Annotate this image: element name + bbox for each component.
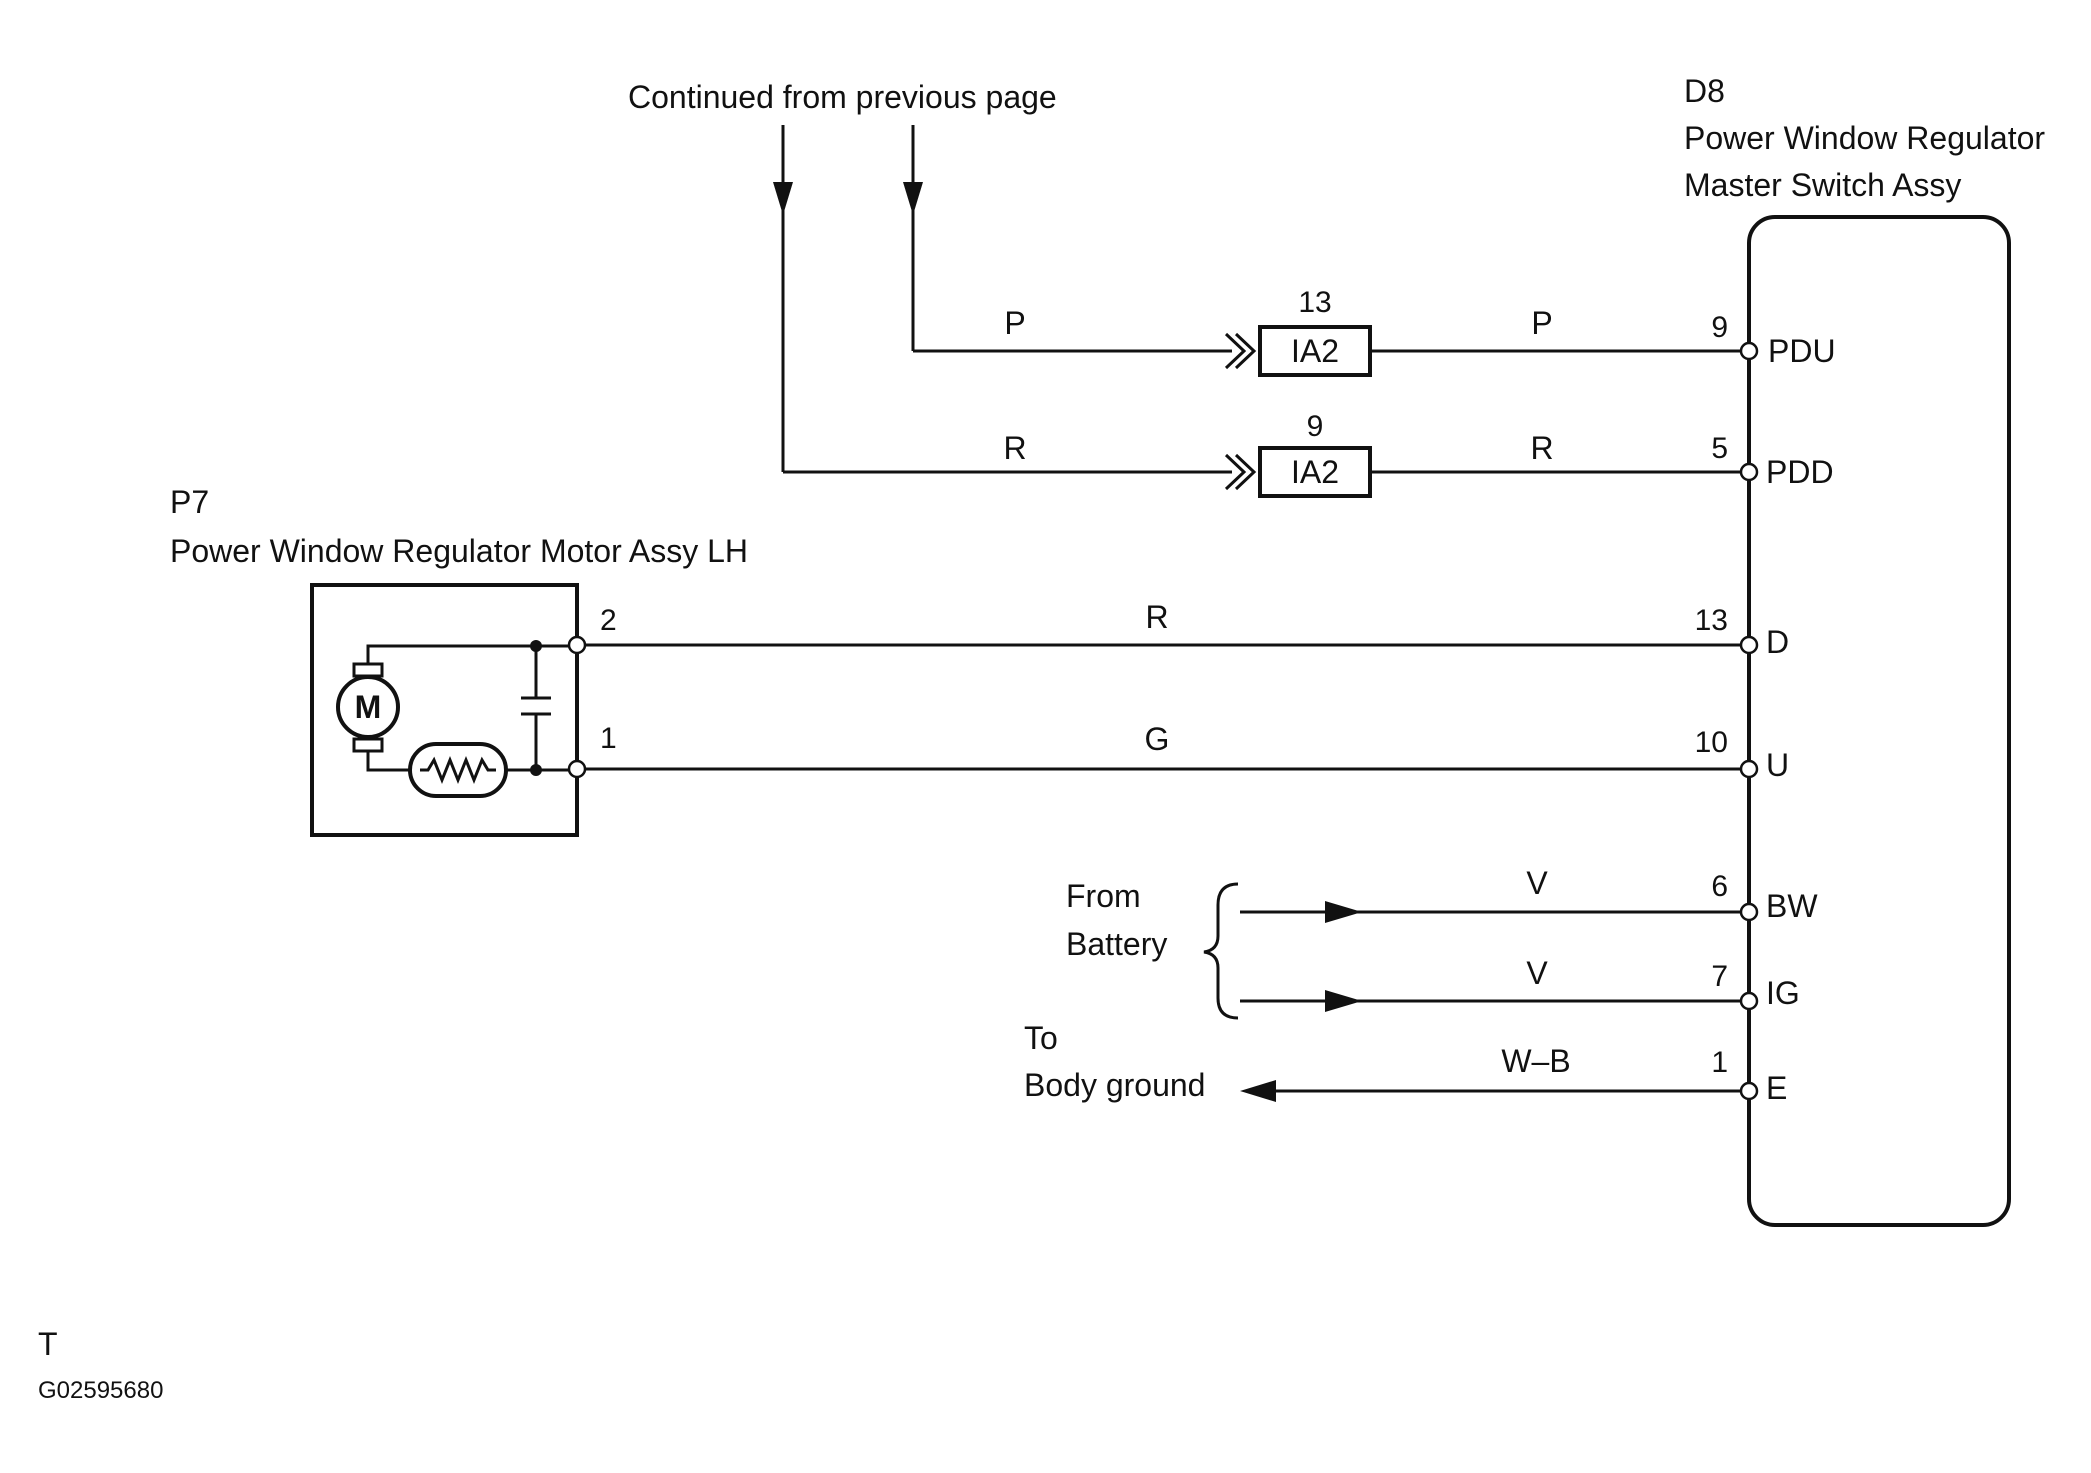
switch-pin-num-pdu: 9: [1711, 311, 1728, 344]
wire-color-pdd-right: R: [1530, 430, 1553, 466]
battery-label-line1: From: [1066, 878, 1141, 914]
terminal-icon: [1739, 759, 1759, 779]
ground-label-line2: Body ground: [1024, 1067, 1205, 1103]
switch-pin-name-pdu: PDU: [1768, 333, 1836, 369]
terminal-icon: [1739, 341, 1759, 361]
switch-pin-name-u: U: [1766, 747, 1789, 783]
ground-label-line1: To: [1024, 1020, 1058, 1056]
motor-pin-2: 2: [600, 604, 617, 637]
figure-code: G02595680: [38, 1377, 163, 1404]
terminal-icon: [1739, 991, 1759, 1011]
terminal-icon: [1739, 902, 1759, 922]
switch-pin-num-ig: 7: [1711, 960, 1728, 993]
wire-color-bw: V: [1526, 865, 1548, 901]
continued-label: Continued from previous page: [628, 79, 1057, 115]
right-arrow-icon: [1325, 901, 1362, 923]
connector-name-pdd: IA2: [1291, 454, 1339, 490]
capacitor-icon: [521, 646, 551, 770]
wire-color-u: G: [1145, 721, 1170, 757]
motor-name: Power Window Regulator Motor Assy LH: [170, 533, 748, 569]
switch-pin-num-u: 10: [1695, 726, 1728, 759]
motor-assy-box: [310, 583, 579, 837]
terminal-icon: [1739, 462, 1759, 482]
right-arrow-icon: [1325, 990, 1362, 1012]
down-arrow-icon: [773, 125, 793, 215]
footer-letter: T: [38, 1326, 58, 1362]
switch-pin-name-d: D: [1766, 624, 1789, 660]
terminal-icon: [1739, 1081, 1759, 1101]
switch-pin-name-e: E: [1766, 1070, 1787, 1106]
terminal-icon: [567, 759, 587, 779]
switch-pin-num-pdd: 5: [1711, 432, 1728, 465]
switch-pin-num-e: 1: [1711, 1046, 1728, 1079]
switch-name-line2: Master Switch Assy: [1684, 167, 1961, 203]
ptc-thermistor-icon: [408, 742, 508, 798]
terminal-icon: [1739, 635, 1759, 655]
connector-name-pdu: IA2: [1291, 333, 1339, 369]
connector-pin-pdu: 13: [1298, 286, 1331, 319]
switch-pin-num-d: 13: [1695, 604, 1728, 637]
down-arrow-icon: [903, 125, 923, 215]
wire-color-pdu-left: P: [1004, 305, 1025, 341]
connector-chevron-icon: [1224, 332, 1257, 370]
switch-pin-name-pdd: PDD: [1766, 454, 1834, 490]
motor-pin-1: 1: [600, 722, 617, 755]
master-switch-box: [1747, 215, 2011, 1227]
switch-pin-name-ig: IG: [1766, 975, 1800, 1011]
wire-color-pdu-right: P: [1531, 305, 1552, 341]
wire-color-d: R: [1145, 599, 1168, 635]
switch-name-line1: Power Window Regulator: [1684, 120, 2045, 156]
wire-color-e: W–B: [1501, 1043, 1570, 1079]
motor-symbol: M: [355, 689, 382, 725]
connector-chevron-icon: [1224, 453, 1257, 491]
connector-pin-pdd: 9: [1307, 410, 1324, 443]
terminal-icon: [567, 635, 587, 655]
battery-label-line2: Battery: [1066, 926, 1167, 962]
switch-code: D8: [1684, 73, 1725, 109]
motor-icon: M: [336, 662, 400, 753]
motor-code: P7: [170, 484, 209, 520]
brace-icon: [1203, 882, 1239, 1020]
wire-color-ig: V: [1526, 955, 1548, 991]
wire-color-pdd-left: R: [1003, 430, 1026, 466]
switch-pin-num-bw: 6: [1711, 870, 1728, 903]
left-arrow-icon: [1240, 1080, 1276, 1102]
switch-pin-name-bw: BW: [1766, 888, 1818, 924]
